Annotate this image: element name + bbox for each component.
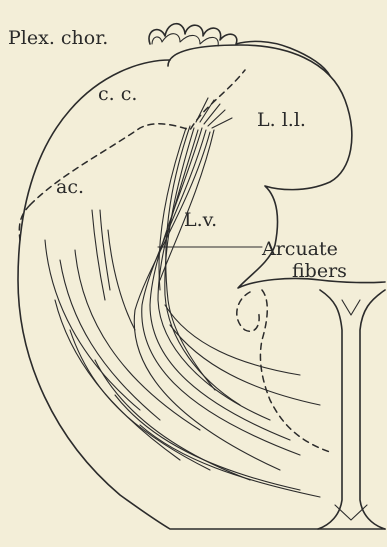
plexus-choroideus-shape: [149, 24, 330, 76]
dashed-loop: [237, 292, 259, 331]
ac-label: ac.: [56, 176, 84, 198]
fiber-bundle: [134, 98, 300, 470]
midline-structures: [318, 290, 385, 529]
arcuate-label-line1: Arcuate: [261, 238, 338, 260]
plexus-choroideus-inner: [152, 34, 218, 46]
corpus-callosum-label: c. c.: [98, 83, 137, 105]
lateral-ventricle-label: L.v.: [184, 209, 217, 231]
arcuate-label-line2: fibers: [292, 260, 347, 282]
lateral-ventricle-inferior-horn-label: L. l.l.: [257, 109, 306, 131]
plexus-choroideus-label: Plex. chor.: [8, 27, 108, 49]
dashed-lower-curve: [260, 290, 330, 452]
